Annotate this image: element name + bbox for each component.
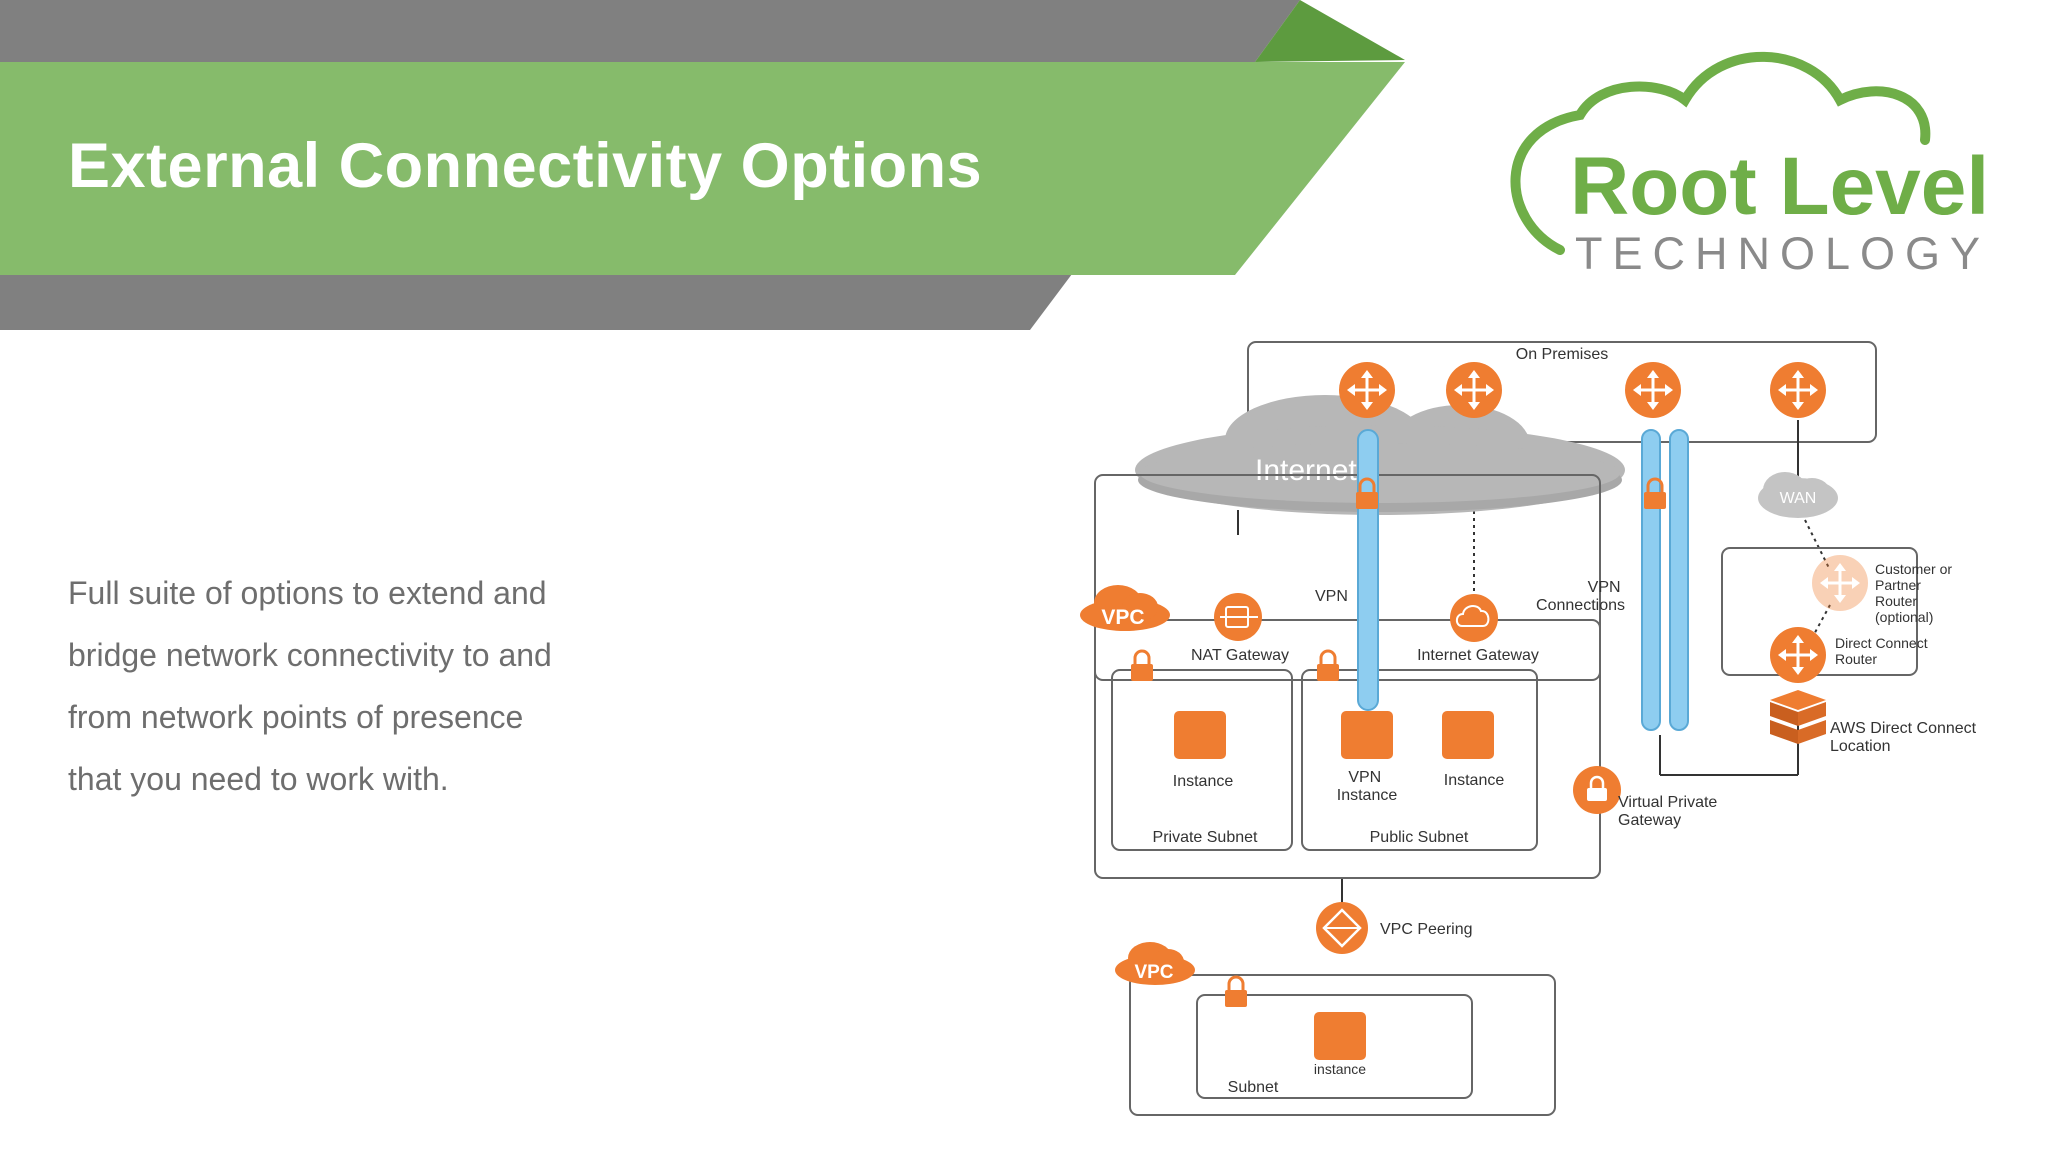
wan-cloud — [1758, 472, 1838, 518]
on-premises-router-icon — [1444, 360, 1504, 420]
body-paragraph: Full suite of options to extend and brid… — [68, 562, 708, 810]
aws-direct-connect-icon — [1770, 690, 1826, 744]
virtual-private-gateway-icon — [1573, 766, 1621, 814]
instance-label: Instance — [1173, 773, 1234, 790]
internet-gateway-label: Internet Gateway — [1417, 647, 1539, 664]
instance-icon — [1174, 711, 1226, 759]
customer-router-icon — [1810, 553, 1870, 613]
on-premises-router-icon — [1337, 360, 1397, 420]
body-line: from network points of presence — [68, 699, 524, 735]
body-line: Full suite of options to extend and — [68, 575, 547, 611]
wan-label: WAN — [1780, 490, 1817, 507]
subnet-lock-icon — [1223, 975, 1249, 1009]
on-premises-router-icon — [1768, 360, 1828, 420]
banner-green — [0, 62, 1405, 275]
header-banner — [0, 0, 1405, 330]
instance-label: instance — [1314, 1061, 1366, 1077]
vpn-tunnel — [1357, 429, 1379, 711]
vpn-instance-label: VPN Instance — [1337, 769, 1398, 804]
instance-icon — [1314, 1012, 1366, 1060]
vpn-connections-label: VPN Connections — [1536, 579, 1625, 614]
instance-icon — [1442, 711, 1494, 759]
vpc-main-box-shape — [1094, 619, 1601, 879]
vpc-label: VPC — [1134, 962, 1173, 983]
body-line: bridge network connectivity to and — [68, 637, 552, 673]
customer-router-label: Customer or Partner Router (optional) — [1875, 561, 1956, 625]
vpc-lower-box — [1129, 974, 1556, 1116]
vpc-main-box — [1094, 474, 1601, 681]
banner-gray-top — [0, 0, 1300, 62]
nat-gateway-icon — [1214, 593, 1262, 641]
vpn-connection-tunnel — [1669, 429, 1689, 731]
instance-label: Instance — [1444, 772, 1505, 789]
public-subnet-box — [1301, 669, 1538, 851]
logo-tagline: TECHNOLOGY — [1575, 228, 1991, 279]
vpn-instance-icon — [1341, 711, 1393, 759]
direct-connect-router-label: Direct Connect Router — [1835, 635, 1931, 667]
internet-cloud — [1135, 395, 1625, 515]
banner-dark-accent — [1255, 0, 1405, 62]
vpn-connection-tunnel — [1641, 429, 1661, 731]
banner-gray-bottom — [0, 270, 1075, 330]
vpc-peering-label: VPC Peering — [1380, 921, 1473, 938]
internet-gateway-icon — [1450, 594, 1498, 642]
company-logo: Root Level TECHNOLOGY — [1490, 40, 2010, 290]
nat-gateway-label: NAT Gateway — [1191, 647, 1289, 664]
private-subnet-box — [1111, 669, 1293, 851]
logo-cloud-outline — [1510, 51, 1931, 255]
private-subnet-label: Private Subnet — [1153, 829, 1259, 846]
public-subnet-label: Public Subnet — [1370, 829, 1469, 846]
on-premises-router-icon — [1623, 360, 1683, 420]
wan-dotted-line — [1804, 519, 1831, 571]
direct-connect-router-icon — [1768, 625, 1828, 685]
body-line: that you need to work with. — [68, 761, 449, 797]
vpn-label: VPN — [1315, 588, 1348, 605]
logo-name: Root Level — [1570, 141, 1990, 232]
internet-label: Internet — [1255, 454, 1357, 487]
private-subnet-lock-icon — [1129, 649, 1155, 683]
vpc-cloud-icon — [1115, 942, 1195, 985]
network-diagram: On Premises Internet WAN VPC Instance Pr… — [1080, 341, 1981, 1116]
subnet-box — [1196, 994, 1473, 1099]
virtual-private-gateway-label: Virtual Private Gateway — [1618, 794, 1722, 829]
vpc-cloud-icon — [1080, 585, 1170, 631]
subnet-label: Subnet — [1228, 1079, 1279, 1096]
public-subnet-lock-icon — [1315, 649, 1341, 683]
vpc-label: VPC — [1101, 606, 1144, 629]
vpc-peering-icon — [1316, 902, 1368, 954]
page-title: External Connectivity Options — [68, 131, 983, 201]
customer-router-box — [1721, 547, 1918, 676]
on-premises-label: On Premises — [1516, 346, 1608, 363]
aws-direct-connect-label: AWS Direct Connect Location — [1830, 720, 1981, 755]
